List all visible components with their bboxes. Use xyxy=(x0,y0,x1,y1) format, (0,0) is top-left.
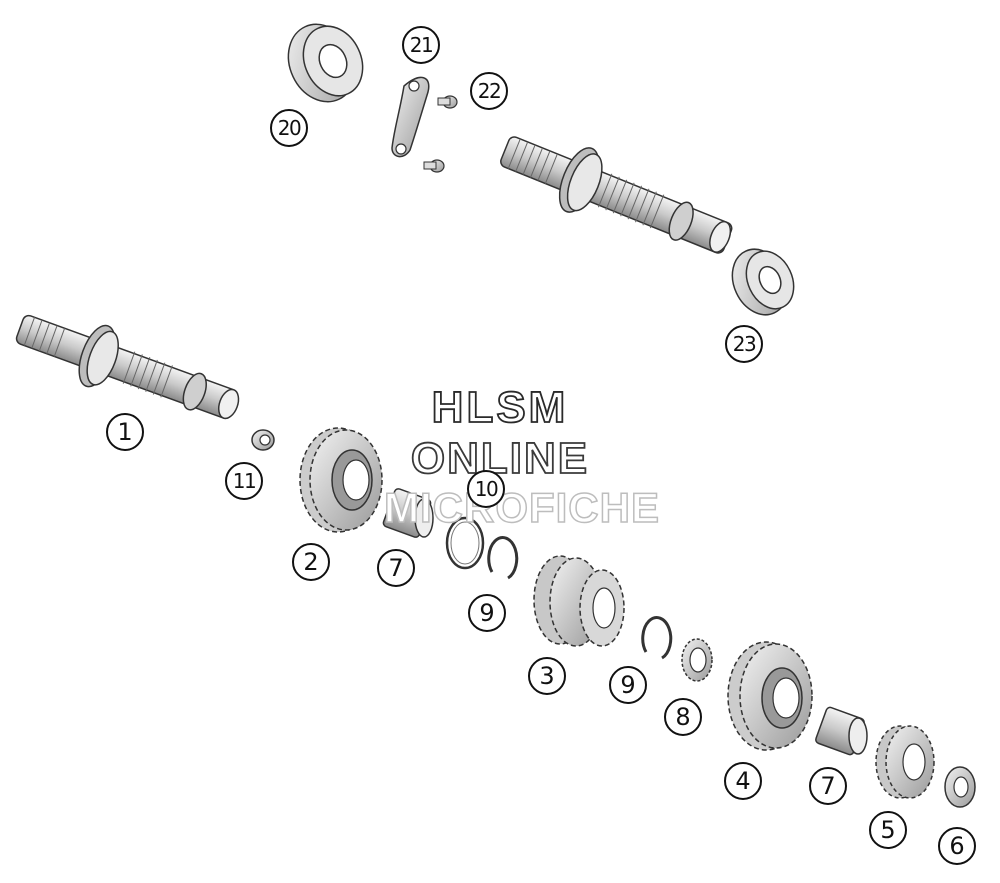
part-23-bearing[interactable] xyxy=(722,240,803,324)
callout-6[interactable]: 6 xyxy=(938,827,976,865)
callout-23[interactable]: 23 xyxy=(725,325,763,363)
part-9-circlip-lower[interactable] xyxy=(641,616,673,660)
callout-4[interactable]: 4 xyxy=(724,762,762,800)
callout-7-lower[interactable]: 7 xyxy=(809,767,847,805)
part-7-needle-bearing-upper[interactable] xyxy=(382,488,434,539)
callout-5[interactable]: 5 xyxy=(869,811,907,849)
part-1-main-shaft[interactable] xyxy=(9,298,248,437)
watermark-line-1: HLSM xyxy=(431,382,569,433)
part-11-bushing[interactable] xyxy=(251,429,275,451)
part-3-double-gear[interactable] xyxy=(533,555,625,647)
callout-11[interactable]: 11 xyxy=(225,462,263,500)
callout-9-lower[interactable]: 9 xyxy=(609,666,647,704)
part-6-washer[interactable] xyxy=(944,766,976,808)
callout-7-upper[interactable]: 7 xyxy=(377,549,415,587)
callout-1[interactable]: 1 xyxy=(106,413,144,451)
callout-3[interactable]: 3 xyxy=(528,657,566,695)
part-10-thrust-washer[interactable] xyxy=(445,516,485,570)
part-2-gear[interactable] xyxy=(299,427,383,533)
part-21-retaining-plate[interactable] xyxy=(391,76,430,158)
callout-21[interactable]: 21 xyxy=(402,26,440,64)
part-20-bearing[interactable] xyxy=(276,13,373,113)
callout-20[interactable]: 20 xyxy=(270,109,308,147)
upper-shaft[interactable] xyxy=(492,118,741,271)
part-22-screws[interactable] xyxy=(423,95,458,173)
watermark-line-3: MICROFICHE xyxy=(383,483,660,532)
callout-22[interactable]: 22 xyxy=(470,72,508,110)
part-5-gear[interactable] xyxy=(875,725,935,799)
callout-8[interactable]: 8 xyxy=(664,698,702,736)
callout-10[interactable]: 10 xyxy=(467,470,505,508)
part-4-gear[interactable] xyxy=(727,641,813,751)
part-8-splined-washer[interactable] xyxy=(681,638,713,682)
part-9-circlip-upper[interactable] xyxy=(487,536,519,580)
part-7-needle-bearing-lower[interactable] xyxy=(815,706,868,756)
callout-2[interactable]: 2 xyxy=(292,543,330,581)
callout-9-upper[interactable]: 9 xyxy=(468,594,506,632)
